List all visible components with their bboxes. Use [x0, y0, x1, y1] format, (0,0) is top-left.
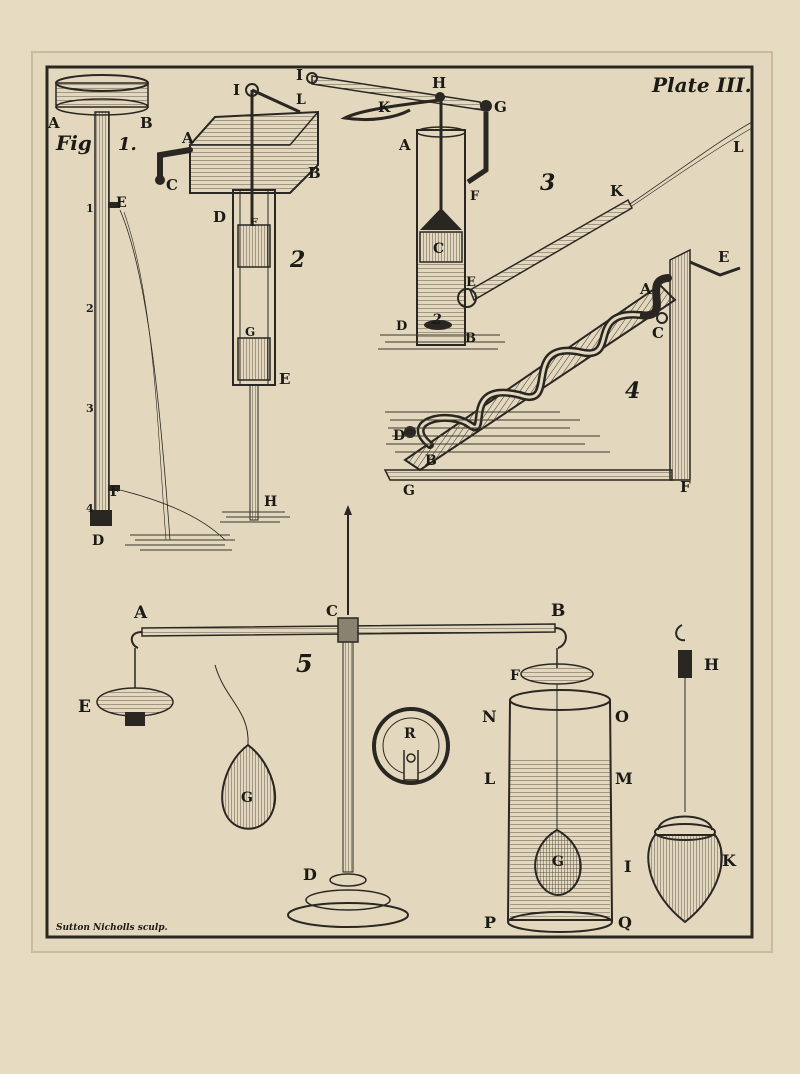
fig1-label-F: F [110, 484, 120, 500]
fig1-label-E: E [116, 195, 127, 211]
fig4-label-E: E [718, 248, 729, 266]
fig1-mark-4: 4 [86, 502, 94, 515]
fig2-label-F: F [250, 216, 258, 229]
fig4-label-L: L [733, 138, 744, 156]
fig5-label-G-submerged: G [552, 854, 564, 870]
fig2-label-A: A [181, 129, 194, 147]
fig4-label-D: D [393, 428, 405, 444]
fig3-label-F: F [470, 189, 480, 204]
fig5-label-D: D [303, 865, 317, 884]
fig4-label-C: C [652, 324, 664, 342]
fig5-label-Q: Q [618, 913, 632, 932]
figure-3-forcing-pump [306, 72, 753, 350]
fig1-mark-1: 1 [86, 202, 94, 215]
fig3-label-E: E [466, 275, 476, 290]
fig3-label-G: G [494, 98, 507, 116]
fig5-label-G: G [241, 790, 253, 806]
fig3-label-I: I [296, 66, 303, 84]
fig4-label-G: G [403, 483, 415, 499]
fig2-label-H: H [264, 494, 277, 510]
fig2-label-D: D [213, 208, 226, 226]
fig3-label-A: A [398, 136, 411, 154]
fig2-label-B: B [308, 164, 321, 182]
fig5-label-I: I [624, 857, 631, 876]
fig5-label-F: F [510, 668, 520, 684]
fig4-label-A: A [639, 280, 652, 298]
plate-title: Plate III. [651, 73, 752, 97]
fig5-label-P: P [484, 913, 496, 932]
fig5-label-C: C [326, 602, 338, 620]
fig5-number: 5 [296, 649, 313, 678]
figure-4-archimedes-screw [383, 248, 741, 481]
fig-word: Fig [55, 131, 92, 155]
fig1-label-A: A [47, 114, 60, 132]
fig4-number: 4 [625, 378, 640, 404]
fig3-label-C: C [433, 241, 444, 257]
fig5-label-H: H [704, 655, 719, 674]
fig5-label-A: A [133, 603, 148, 623]
fig3-label-B: B [465, 331, 476, 346]
fig3-label-D: D [396, 319, 407, 334]
fig5-label-N: N [482, 707, 497, 726]
fig5-label-B: B [551, 601, 565, 621]
fig5-label-L: L [484, 769, 495, 788]
fig5-label-K: K [722, 851, 737, 870]
engraver-credit: Sutton Nicholls sculp. [56, 923, 168, 933]
fig5-label-E: E [78, 697, 91, 717]
fig3-label-H: H [432, 74, 446, 92]
fig5-label-R: R [404, 726, 416, 742]
fig4-label-F: F [680, 478, 691, 496]
fig5-label-M: M [615, 769, 633, 788]
figure-2-lifting-pump [155, 83, 319, 523]
fig5-label-O: O [615, 707, 629, 726]
fig1-number: 1. [118, 134, 137, 155]
fig3-label-K: K [378, 100, 391, 116]
fig1-mark-2: 2 [86, 302, 94, 315]
fig4-label-B: B [425, 453, 437, 469]
fig1-label-D: D [92, 533, 104, 549]
fig3-number: 3 [540, 170, 555, 196]
fig3-mark-2: 2 [431, 312, 442, 328]
fig2-label-E: E [279, 370, 290, 388]
fig2-number: 2 [289, 247, 305, 273]
plate-impression [31, 51, 773, 953]
figure-1-fountain-tube [55, 74, 235, 551]
fig1-mark-3: 3 [86, 402, 94, 415]
fig1-label-B: B [140, 114, 153, 132]
fig4-label-K: K [610, 182, 624, 200]
fig2-label-G: G [245, 325, 255, 339]
fig2-label-L: L [296, 92, 306, 108]
figure-5-hydrostatic-balance [96, 505, 723, 933]
fig2-label-I: I [233, 81, 240, 99]
plate-border [45, 65, 754, 939]
fig2-label-C: C [166, 176, 178, 194]
